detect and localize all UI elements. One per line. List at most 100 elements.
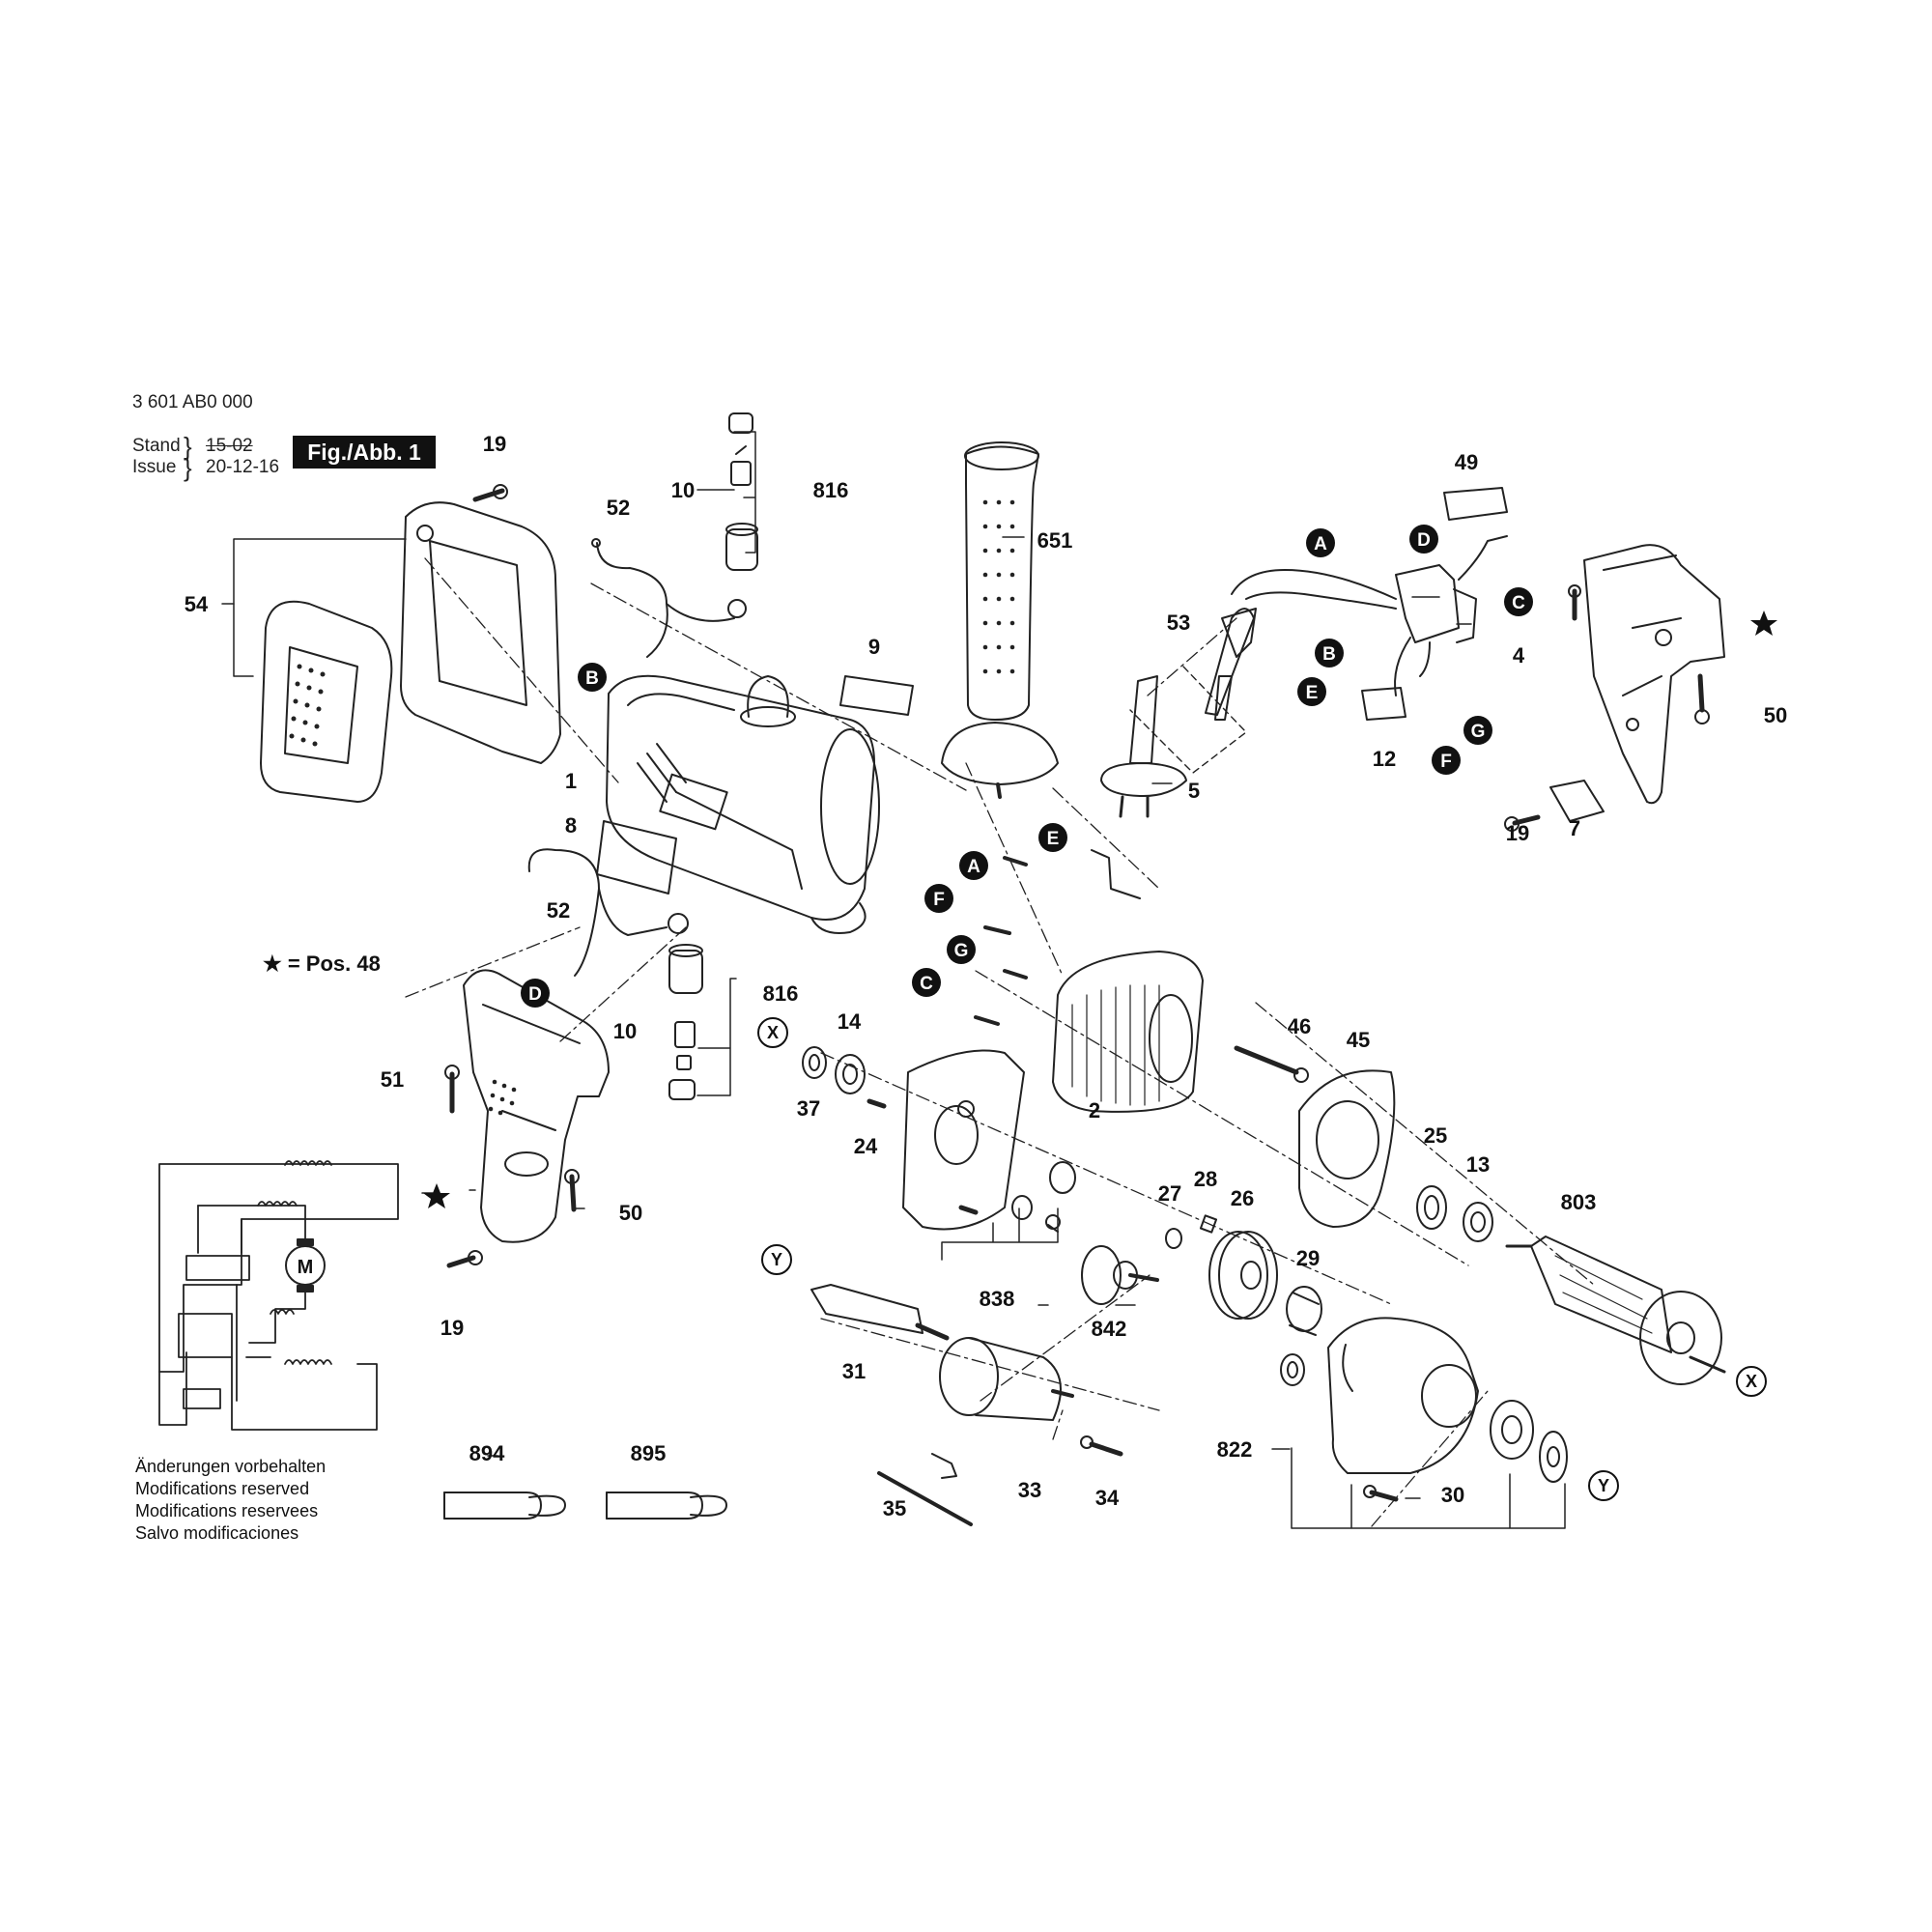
screw-19-top: [472, 484, 508, 502]
svg-text:B: B: [1322, 644, 1336, 665]
aux-handle-651: [941, 441, 1059, 799]
pin-24: [867, 1098, 887, 1109]
label-plate-screw: 19: [1506, 821, 1529, 845]
screw-50-lower: [564, 1169, 580, 1212]
star-symbols: [423, 611, 1777, 1208]
brace-symbol: }: [184, 453, 192, 482]
svg-text:G: G: [954, 941, 969, 961]
note-es: Salvo modificaciones: [135, 1523, 299, 1543]
spindle-31: [810, 1284, 950, 1341]
label-baffle: 45: [1347, 1028, 1370, 1052]
bearing-plate: [902, 1049, 1025, 1231]
rear-handle-frame: [400, 501, 561, 764]
cap-822: [1539, 1431, 1568, 1483]
svg-text:D: D: [528, 984, 542, 1005]
label-chuck: 33: [1018, 1478, 1041, 1502]
svg-text:E: E: [1306, 683, 1319, 703]
label-bearing-25: 25: [1424, 1123, 1447, 1148]
ref-X1: X: [757, 1017, 788, 1048]
brush-holder-lower: [668, 944, 703, 1100]
label-handle-frame: 54: [185, 592, 209, 616]
brace-symbol: }: [184, 432, 192, 461]
screw-50-upper: [1694, 673, 1710, 724]
label-screw-34: 34: [1095, 1486, 1120, 1510]
label-brush: 10: [671, 478, 695, 502]
reference-markers: X Y X Y: [757, 1017, 1767, 1501]
assembly-axes: [405, 557, 1595, 1527]
connector-A1: A: [1306, 528, 1335, 557]
label-key-28: 28: [1194, 1167, 1217, 1191]
connector-B1: B: [1315, 639, 1344, 668]
label-bearing-13: 13: [1466, 1152, 1490, 1177]
chuck-key-35: [877, 1453, 973, 1526]
svg-text:E: E: [1047, 829, 1060, 849]
label-housing: 1: [565, 769, 577, 793]
label-chuck-key: 35: [883, 1496, 906, 1520]
label-gear-housing-kit: 822: [1217, 1437, 1253, 1462]
modification-notes: Änderungen vorbehalten Modifications res…: [135, 1456, 326, 1545]
label-9: 9: [868, 635, 880, 659]
label-wire-lower: 52: [547, 898, 570, 923]
stand-date-old: 15-02: [206, 436, 253, 456]
connector-G1: G: [1463, 716, 1492, 745]
leader-lines: [221, 431, 1566, 1529]
label-brush-holder-lower: 816: [763, 981, 799, 1006]
wiring-schematic: [158, 1163, 399, 1431]
ref-Y1: Y: [761, 1244, 792, 1275]
label-field: 2: [1089, 1098, 1100, 1122]
gear-housing-822: [1327, 1317, 1479, 1474]
label-handle-screw-19: 19: [440, 1316, 464, 1340]
baffle-45: [1298, 1069, 1396, 1228]
label-plug: 5: [1188, 779, 1200, 803]
connector-F1: F: [1432, 746, 1461, 775]
bearing-822a: [1280, 1353, 1305, 1386]
svg-text:F: F: [1440, 752, 1452, 772]
wire-52-lower: [527, 848, 689, 977]
connector-A2: A: [959, 851, 988, 880]
svg-text:A: A: [1314, 534, 1327, 554]
stand-label: Stand: [132, 436, 181, 456]
pin-838: [958, 1205, 979, 1215]
label-kit-838: 838: [980, 1287, 1015, 1311]
connector-D1: D: [1409, 525, 1438, 554]
label-acc-895: 895: [631, 1441, 667, 1465]
bearing-14: [835, 1054, 866, 1094]
connector-B2: B: [578, 663, 607, 692]
issue-date: 20-12-16: [206, 457, 280, 477]
svg-text:F: F: [933, 890, 945, 910]
connector-C2: C: [912, 968, 941, 997]
star-legend: ★ = Pos. 48: [263, 952, 381, 976]
connector-G2: G: [947, 935, 976, 964]
label-screw-30: 30: [1441, 1483, 1464, 1507]
front-handle-dots: [488, 1079, 517, 1116]
label-bearing-14: 14: [838, 1009, 862, 1034]
connector-leads: [974, 849, 1141, 1026]
gear-26: [1208, 1231, 1278, 1320]
bearing-822b: [1490, 1400, 1534, 1460]
label-armature: 803: [1561, 1190, 1597, 1214]
connector-F2: F: [924, 884, 953, 913]
connector-E2: E: [1038, 823, 1067, 852]
connector-E1: E: [1297, 677, 1326, 706]
screw-34: [1080, 1435, 1123, 1457]
nameplate-8: [596, 820, 677, 895]
ref-X2: X: [1736, 1366, 1767, 1397]
switch-4: [1395, 564, 1477, 643]
grip-dots: [289, 664, 326, 747]
accessory-895: [606, 1492, 727, 1520]
label-spindle: 31: [842, 1359, 866, 1383]
field-stator: [1052, 951, 1204, 1113]
wire-52-upper: [591, 538, 747, 658]
doc-number: 3 601 AB0 000: [132, 392, 253, 412]
svg-text:C: C: [1512, 593, 1525, 613]
label-sleeve-29: 29: [1296, 1246, 1320, 1270]
label-cord-guard: 53: [1167, 611, 1190, 635]
plug-5: [1100, 675, 1187, 818]
figure-label: Fig./Abb. 1: [293, 436, 436, 469]
key-28: [1199, 1214, 1218, 1234]
small-bearing-plate: [1011, 1161, 1076, 1220]
connector-D2: D: [521, 979, 550, 1008]
plate-7: [1549, 780, 1605, 822]
